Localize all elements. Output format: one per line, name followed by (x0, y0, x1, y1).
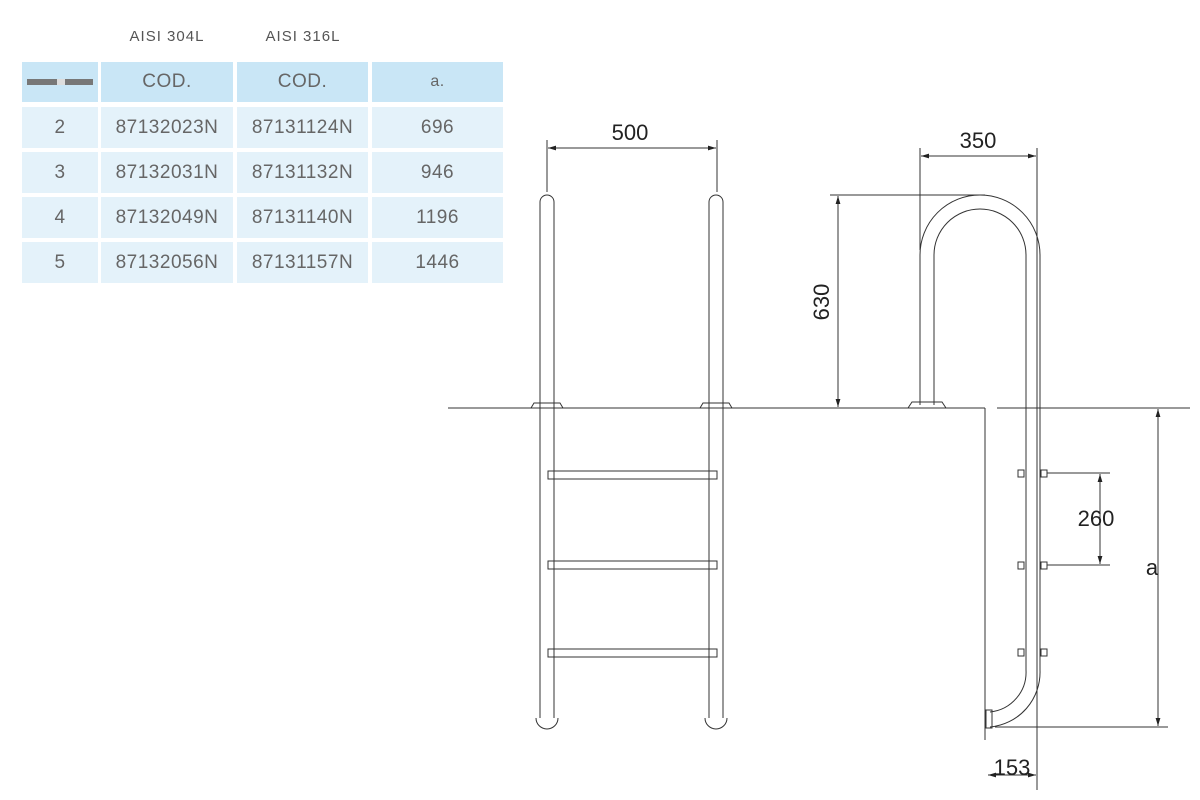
a-value-cell: 1196 (372, 197, 503, 238)
dimension-630: 630 (809, 284, 834, 321)
code-cell: 87132056N (101, 242, 233, 283)
dimension-350: 350 (960, 128, 997, 153)
code-cell: 87131124N (237, 107, 368, 148)
a-value-cell: 1446 (372, 242, 503, 283)
code-cell: 87131140N (237, 197, 368, 238)
dimension-260: 260 (1078, 506, 1115, 531)
code-cell: 87132023N (101, 107, 233, 148)
column-group-316l: AISI 316L (265, 28, 341, 45)
code-cell: 87131157N (237, 242, 368, 283)
code-cell: 87131132N (237, 152, 368, 193)
header-cod-304: COD. (101, 62, 233, 102)
dimension-a: a (1146, 555, 1159, 580)
a-value-cell: 946 (372, 152, 503, 193)
steps-cell: 5 (22, 242, 98, 283)
dimension-500: 500 (612, 120, 649, 145)
column-group-304l: AISI 304L (129, 28, 205, 45)
header-a: a. (372, 62, 503, 102)
a-value-cell: 696 (372, 107, 503, 148)
ladder-steps-icon (27, 79, 93, 85)
steps-cell: 2 (22, 107, 98, 148)
header-cod-316: COD. (237, 62, 368, 102)
front-ladder (530, 194, 733, 730)
steps-icon-header (22, 62, 98, 102)
steps-cell: 3 (22, 152, 98, 193)
code-cell: 87132031N (101, 152, 233, 193)
side-handrail (907, 194, 1048, 729)
dimension-153: 153 (994, 755, 1031, 780)
code-cell: 87132049N (101, 197, 233, 238)
steps-cell: 4 (22, 197, 98, 238)
